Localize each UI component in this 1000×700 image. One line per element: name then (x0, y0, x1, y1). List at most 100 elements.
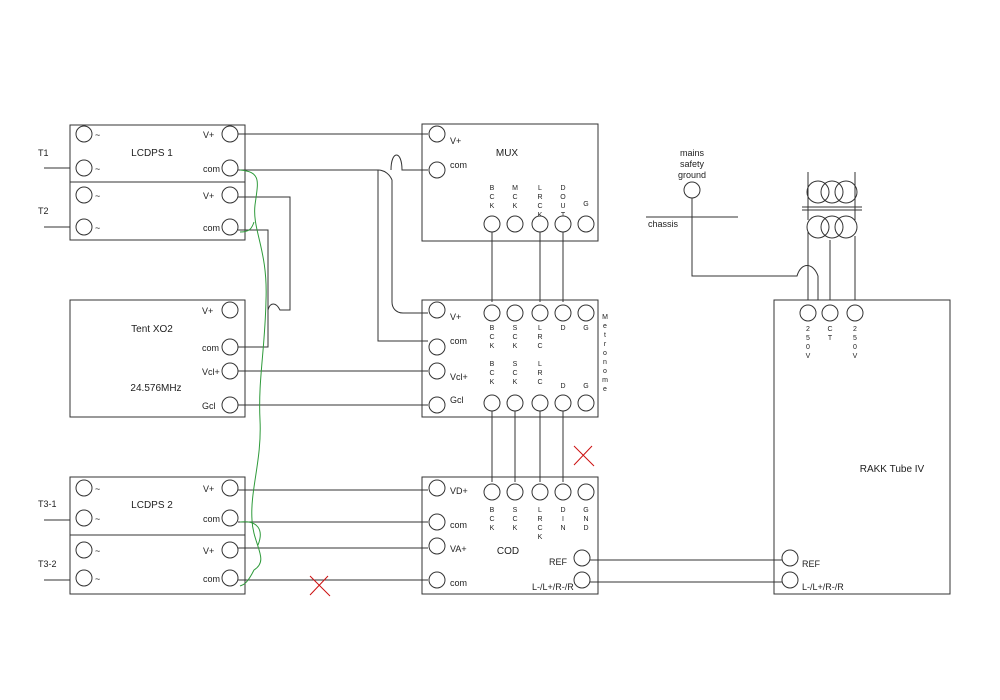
metronome-pin-label: B (490, 361, 495, 368)
metronome-terminal-icon (428, 362, 446, 380)
mux-pin-label: R (537, 194, 542, 201)
metronome-pin-label: K (513, 379, 518, 386)
cod-label: com (450, 578, 467, 588)
cod-terminal-icon (428, 571, 446, 589)
lcdps1-out-label: V+ (203, 191, 214, 201)
tent-label: V+ (202, 306, 213, 316)
cod-pin-label: G (583, 507, 588, 514)
red-cross-mark-icon (573, 445, 595, 467)
metronome-pin-terminal-icon (483, 394, 501, 412)
mux-pin-terminal-icon (506, 215, 524, 233)
cod-pin-label: B (490, 507, 495, 514)
lcdps1-term-label: ~ (95, 191, 100, 201)
rakk-pin-label: 5 (853, 335, 857, 342)
rakk-pin-label: V (806, 353, 811, 360)
metronome-pin-terminal-icon (577, 394, 595, 412)
mux-pin-label: G (583, 201, 588, 208)
output-terminal-icon (221, 541, 239, 559)
metronome-pin-label: L (538, 325, 542, 332)
cod-audio-label: L-/L+/R-/R (532, 582, 574, 592)
metronome-terminal-icon (428, 338, 446, 356)
metronome-pin-label: K (490, 343, 495, 350)
metronome-pin-label: C (489, 334, 494, 341)
metronome-label: Vcl+ (450, 372, 468, 382)
metronome-label: Gcl (450, 395, 464, 405)
metronome-pin-label: S (513, 325, 518, 332)
ground-label: mains (680, 148, 705, 158)
metronome-pin-label: S (513, 361, 518, 368)
cod-pin-terminal-icon (531, 483, 549, 501)
mux-pin-terminal-icon (483, 215, 501, 233)
rakk-audio-terminal-icon (781, 571, 799, 589)
cod-pin-label: N (560, 525, 565, 532)
cod-pin-label: I (562, 516, 564, 523)
lcdps1-out-label: V+ (203, 130, 214, 140)
t2-label: T2 (38, 206, 49, 216)
metronome-pin-terminal-icon (554, 394, 572, 412)
cod-pin-label: D (583, 525, 588, 532)
metronome-pin-label: D (560, 325, 565, 332)
ground-terminal-icon (683, 181, 701, 199)
metronome-title: n (603, 359, 607, 366)
metronome-pin-label: G (583, 325, 588, 332)
metronome-pin-label: C (537, 379, 542, 386)
tent-title: Tent XO2 (131, 324, 173, 335)
metronome-pin-terminal-icon (506, 394, 524, 412)
input-terminal-icon (75, 125, 93, 143)
metronome-pin-label: C (512, 370, 517, 377)
cod-pin-terminal-icon (577, 483, 595, 501)
lcdps2-term-label: ~ (95, 484, 100, 494)
cod-pin-label: K (513, 525, 518, 532)
mux-title: MUX (496, 148, 519, 159)
output-terminal-icon (221, 186, 239, 204)
annotations (239, 169, 862, 597)
rakk-pin-terminal-icon (799, 304, 817, 322)
metronome-pin-label: L (538, 361, 542, 368)
metronome-title: m (602, 377, 608, 384)
lcdps1-term-label: ~ (95, 130, 100, 140)
tent-terminal-icon (221, 362, 239, 380)
lcdps2-out-label: V+ (203, 484, 214, 494)
rakk-pin-terminal-icon (821, 304, 839, 322)
rakk-pin-label: C (827, 326, 832, 333)
lcdps1-title: LCDPS 1 (131, 148, 173, 159)
mux-box (421, 123, 599, 242)
green-wire (239, 169, 267, 587)
metronome-pin-terminal-icon (531, 304, 549, 322)
ground-label: safety (680, 159, 705, 169)
output-terminal-icon (221, 569, 239, 587)
tent-terminal-icon (221, 301, 239, 319)
red-cross-mark-icon (309, 575, 331, 597)
cod-pin-label: S (513, 507, 518, 514)
cod-title: COD (497, 546, 519, 557)
metronome-pin-label: B (490, 325, 495, 332)
metronome-title: o (603, 350, 607, 357)
metronome-pin-terminal-icon (483, 304, 501, 322)
metronome-pin-label: K (490, 379, 495, 386)
mux-pin-label: K (490, 203, 495, 210)
lcdps2-out-label: com (203, 514, 220, 524)
mux-pin-label: C (489, 194, 494, 201)
mux-pin-label: D (560, 185, 565, 192)
cod-label: VA+ (450, 544, 467, 554)
t1-label: T1 (38, 148, 49, 158)
tent-label: com (202, 343, 219, 353)
metronome-title: t (604, 332, 606, 339)
input-terminal-icon (75, 541, 93, 559)
metronome-pin-label: D (560, 383, 565, 390)
metronome-title: M (602, 314, 608, 321)
input-terminal-icon (75, 479, 93, 497)
tent-label: Gcl (202, 401, 216, 411)
mux-terminal-icon (428, 161, 446, 179)
rakk-title: RAKK Tube IV (860, 464, 925, 475)
mux-pin-label: M (512, 185, 518, 192)
cod-label: VD+ (450, 486, 468, 496)
wires (44, 133, 856, 583)
metronome-box (421, 299, 599, 418)
metronome-pin-label: R (537, 334, 542, 341)
rakk-ref-label: REF (802, 559, 821, 569)
tent-terminal-icon (221, 396, 239, 414)
metronome-pin-label: C (537, 343, 542, 350)
ground-label: ground (678, 170, 706, 180)
